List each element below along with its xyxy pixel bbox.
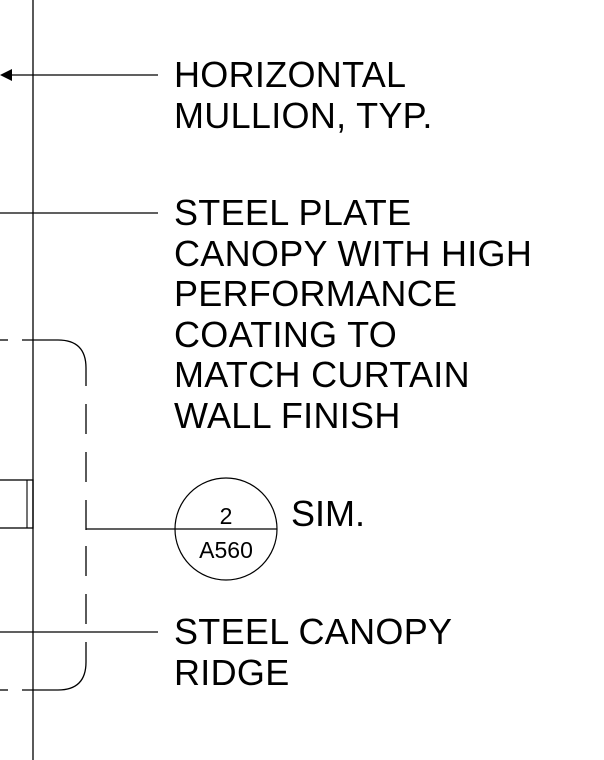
leader-arrowhead-icon	[0, 69, 12, 81]
note-line: CANOPY WITH HIGH	[174, 232, 533, 274]
detail-tag-number: 2	[220, 503, 233, 529]
note-line: STEEL CANOPY	[174, 611, 453, 652]
note-line: COATING TO	[174, 313, 398, 355]
note-line: MULLION, TYP.	[174, 94, 433, 136]
canopy-dashed-outline	[0, 339, 87, 691]
detail-tag-similar-label: SIM.	[291, 493, 366, 534]
note-line: MATCH CURTAIN	[174, 354, 470, 395]
note-line: HORIZONTAL	[174, 54, 407, 95]
note-line: PERFORMANCE	[174, 273, 458, 314]
note-steel-canopy-ridge: STEEL CANOPY RIDGE	[174, 611, 453, 693]
note-steel-plate-canopy: STEEL PLATE CANOPY WITH HIGH PERFORMANCE…	[174, 192, 533, 436]
mullion-section-box	[0, 479, 34, 529]
detail-tag-sheet: A560	[199, 537, 253, 563]
note-line: RIDGE	[174, 651, 290, 693]
detail-reference-tag[interactable]: 2 A560	[174, 477, 278, 581]
note-line: WALL FINISH	[174, 394, 401, 436]
note-horizontal-mullion: HORIZONTAL MULLION, TYP.	[174, 54, 433, 136]
note-line: STEEL PLATE	[174, 192, 412, 233]
